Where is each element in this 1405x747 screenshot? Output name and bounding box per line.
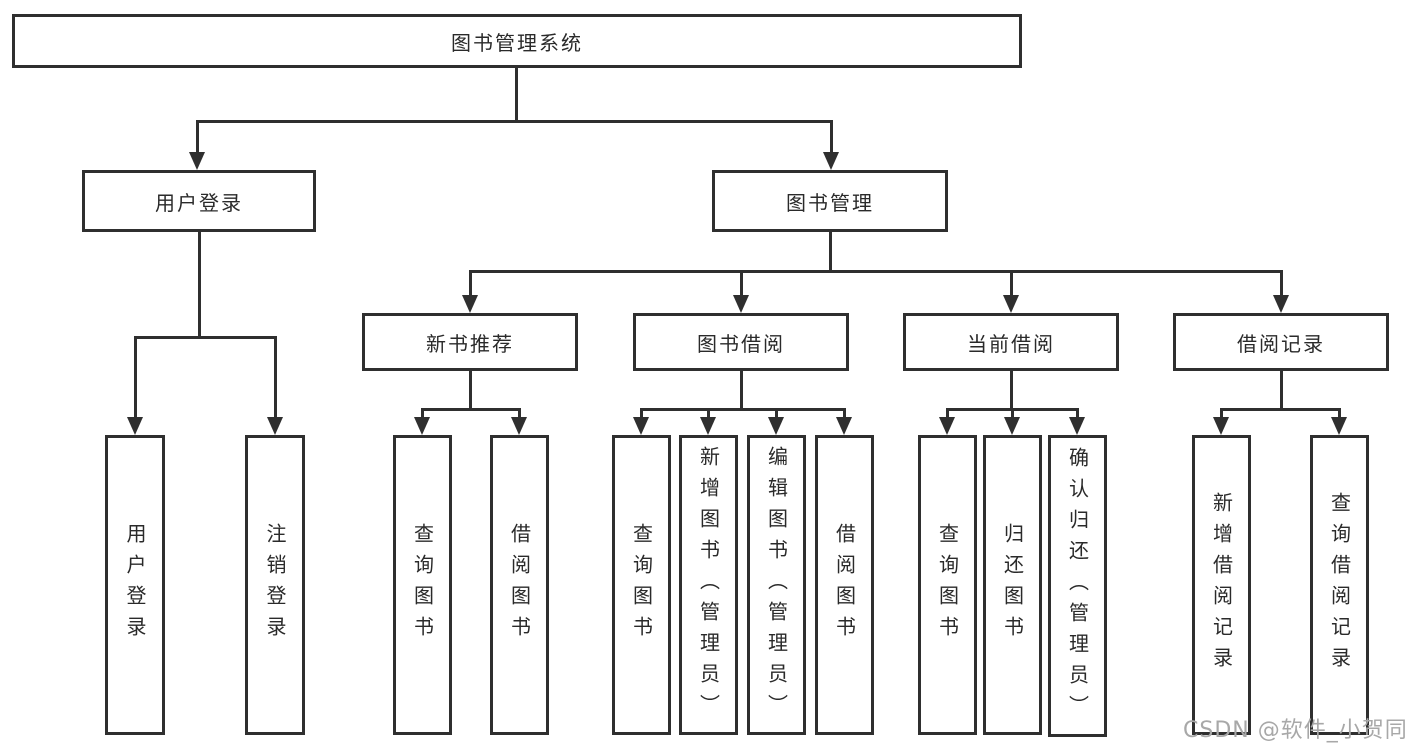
arrow-down-icon xyxy=(189,152,205,170)
connector-line xyxy=(468,270,1283,273)
node-book-management: 图书管理 xyxy=(712,170,948,232)
leaf-label: 查询借阅记录 xyxy=(1327,492,1352,678)
arrow-down-icon xyxy=(700,417,716,435)
leaf-query-books-current: 查询图书 xyxy=(918,435,977,735)
leaf-label: 注销登录 xyxy=(263,523,287,647)
connector-line xyxy=(1279,270,1283,295)
leaf-query-books-recommend: 查询图书 xyxy=(393,435,452,735)
node-library-management-system: 图书管理系统 xyxy=(12,14,1022,68)
node-label: 新书推荐 xyxy=(426,331,514,356)
arrow-down-icon xyxy=(823,152,839,170)
connector-line xyxy=(197,232,201,336)
leaf-label: 确认归还（管理员） xyxy=(1065,446,1090,726)
leaf-label: 新增图书（管理员） xyxy=(696,445,721,725)
arrow-down-icon xyxy=(1331,417,1347,435)
arrow-down-icon xyxy=(939,417,955,435)
connector-line xyxy=(1279,371,1283,408)
leaf-label: 查询图书 xyxy=(935,523,960,647)
connector-line xyxy=(640,408,846,411)
node-user-login: 用户登录 xyxy=(82,170,316,232)
connector-line xyxy=(1338,408,1341,417)
arrow-down-icon xyxy=(462,295,478,313)
connector-line xyxy=(829,120,833,152)
node-label: 图书管理 xyxy=(786,190,874,215)
connector-line xyxy=(468,371,472,408)
leaf-label: 借阅图书 xyxy=(507,523,532,647)
arrow-down-icon xyxy=(1273,295,1289,313)
node-label: 当前借阅 xyxy=(967,331,1055,356)
leaf-return-books: 归还图书 xyxy=(983,435,1042,735)
leaf-label: 编辑图书（管理员） xyxy=(764,445,789,725)
leaf-label: 新增借阅记录 xyxy=(1209,492,1234,678)
connector-line xyxy=(195,120,199,152)
arrow-down-icon xyxy=(1213,417,1229,435)
leaf-user-login: 用户登录 xyxy=(105,435,165,735)
arrow-down-icon xyxy=(414,417,430,435)
leaf-label: 用户登录 xyxy=(123,523,147,647)
arrow-down-icon xyxy=(1004,417,1020,435)
node-borrowing-records: 借阅记录 xyxy=(1173,313,1389,371)
node-label: 图书借阅 xyxy=(697,331,785,356)
connector-line xyxy=(640,408,643,417)
node-current-borrowing: 当前借阅 xyxy=(903,313,1119,371)
connector-line xyxy=(1009,371,1013,408)
connector-line xyxy=(1009,270,1013,295)
node-book-borrowing: 图书借阅 xyxy=(633,313,849,371)
connector-line xyxy=(518,408,521,417)
connector-line xyxy=(828,232,832,270)
connector-line xyxy=(273,336,277,417)
arrow-down-icon xyxy=(267,417,283,435)
arrow-down-icon xyxy=(1003,295,1019,313)
arrow-down-icon xyxy=(768,417,784,435)
node-label: 图书管理系统 xyxy=(451,30,583,55)
connector-line xyxy=(1220,408,1223,417)
csdn-watermark: CSDN @软件_小贺同学 xyxy=(1183,718,1405,743)
arrow-down-icon xyxy=(1069,417,1085,435)
connector-line xyxy=(195,120,833,123)
connector-line xyxy=(1011,408,1014,417)
arrow-down-icon xyxy=(836,417,852,435)
connector-line xyxy=(1076,408,1079,417)
leaf-add-borrow-record: 新增借阅记录 xyxy=(1192,435,1251,735)
connector-line xyxy=(739,371,743,408)
leaf-logout: 注销登录 xyxy=(245,435,305,735)
connector-line xyxy=(133,336,277,339)
leaf-label: 查询图书 xyxy=(629,523,654,647)
arrow-down-icon xyxy=(633,417,649,435)
arrow-down-icon xyxy=(733,295,749,313)
arrow-down-icon xyxy=(127,417,143,435)
connector-line xyxy=(468,270,472,295)
leaf-label: 借阅图书 xyxy=(832,523,857,647)
connector-line xyxy=(421,408,521,411)
node-label: 借阅记录 xyxy=(1237,331,1325,356)
leaf-borrow-books-recommend: 借阅图书 xyxy=(490,435,549,735)
connector-line xyxy=(707,408,710,417)
leaf-edit-books-admin: 编辑图书（管理员） xyxy=(747,435,806,735)
leaf-borrow-books: 借阅图书 xyxy=(815,435,874,735)
connector-line xyxy=(133,336,137,417)
leaf-label: 归还图书 xyxy=(1000,523,1025,647)
node-new-book-recommendation: 新书推荐 xyxy=(362,313,578,371)
leaf-query-borrow-record: 查询借阅记录 xyxy=(1310,435,1369,735)
connector-line xyxy=(514,68,518,120)
connector-line xyxy=(739,270,743,295)
connector-line xyxy=(843,408,846,417)
connector-line xyxy=(775,408,778,417)
connector-line xyxy=(421,408,424,417)
node-label: 用户登录 xyxy=(155,190,243,215)
connector-line xyxy=(946,408,949,417)
leaf-confirm-return-admin: 确认归还（管理员） xyxy=(1048,435,1107,737)
connector-line xyxy=(1220,408,1341,411)
leaf-query-books-borrow: 查询图书 xyxy=(612,435,671,735)
leaf-label: 查询图书 xyxy=(410,523,435,647)
leaf-add-books-admin: 新增图书（管理员） xyxy=(679,435,738,735)
arrow-down-icon xyxy=(511,417,527,435)
